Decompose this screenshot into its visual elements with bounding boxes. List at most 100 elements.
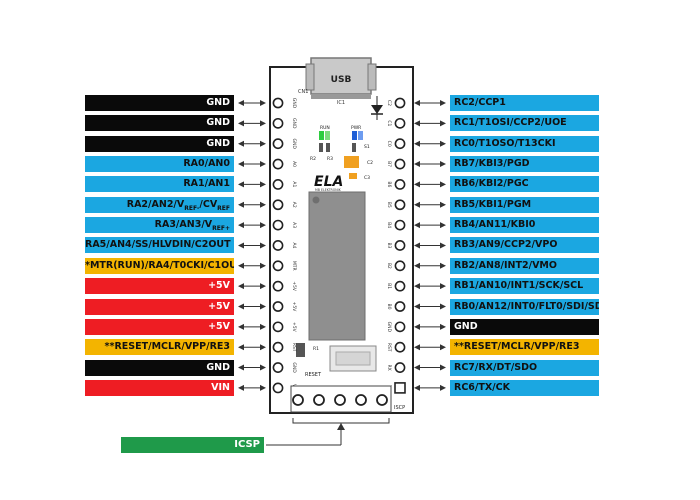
capacitor-c3 xyxy=(349,173,357,179)
right-pin-pad-1 xyxy=(394,117,406,129)
left-pin-pad-5 xyxy=(272,199,284,211)
right-pin-silk-0: C2 xyxy=(386,100,392,106)
right-pin-pad-14 xyxy=(394,382,406,394)
right-pin-arrowhead-1-1 xyxy=(440,120,446,127)
right-pin-arrowhead-4-0 xyxy=(414,181,420,188)
left-pin-pad-11 xyxy=(272,321,284,333)
right-pin-arrowhead-14-1 xyxy=(440,384,446,391)
right-pin-arrowhead-0-1 xyxy=(440,100,446,106)
left-pin-arrowhead-14-0 xyxy=(238,384,244,391)
left-pin-silk-11: +5V xyxy=(291,322,297,333)
right-pin-pad-11 xyxy=(394,321,406,333)
left-pin-label-4: RA1/AN1 xyxy=(85,176,234,193)
left-pin-arrowhead-8-0 xyxy=(238,262,244,269)
left-pin-pad-10 xyxy=(272,301,284,312)
left-pin-arrowhead-7-1 xyxy=(260,242,266,249)
right-pin-arrowhead-7-0 xyxy=(414,242,420,249)
left-pin-arrowhead-7-0 xyxy=(238,242,244,249)
icsp-silk-label: ISCP xyxy=(394,405,405,411)
right-pin-label-1: RC1/T1OSI/CCP2/UOE xyxy=(450,115,599,132)
left-pin-pad-4 xyxy=(272,178,284,190)
usb-connector: USB xyxy=(305,57,377,99)
left-pin-arrowhead-5-1 xyxy=(260,201,266,208)
led-run-green-2 xyxy=(325,131,330,140)
left-pin-arrowhead-0-1 xyxy=(260,100,266,106)
right-pin-silk-10: B0 xyxy=(386,304,392,310)
right-pin-arrowhead-2-0 xyxy=(414,140,420,147)
c3-label: C3 xyxy=(364,175,370,181)
left-pin-arrowhead-6-0 xyxy=(238,222,244,229)
diode-component xyxy=(371,96,383,120)
right-pin-pad-9 xyxy=(394,280,406,292)
right-pin-silk-13: RX xyxy=(386,364,392,370)
left-pin-silk-0: GND xyxy=(291,98,297,109)
left-pin-arrowhead-2-1 xyxy=(260,140,266,147)
left-pin-arrowhead-13-1 xyxy=(260,364,266,371)
left-pin-silk-4: A1 xyxy=(291,181,297,187)
left-pin-label-3: RA0/AN0 xyxy=(85,156,234,173)
microcontroller-chip xyxy=(308,191,366,341)
right-pin-label-0: RC2/CCP1 xyxy=(450,95,599,111)
right-pin-label-10: RB0/AN12/INT0/FLT0/SDI/SD xyxy=(450,298,599,315)
right-pin-arrowhead-9-0 xyxy=(414,283,420,290)
r3-label: R3 xyxy=(327,156,333,162)
icsp-arrow-head xyxy=(337,423,345,430)
right-pin-label-6: RB4/AN11/KBI0 xyxy=(450,217,599,234)
icsp-pin-3 xyxy=(355,394,367,406)
left-pin-silk-10: +5V xyxy=(291,302,297,313)
right-pin-label-9: RB1/AN10/INT1/SCK/SCL xyxy=(450,278,599,295)
right-pin-arrowhead-2-1 xyxy=(440,140,446,147)
icsp-header: ISCP xyxy=(290,385,405,413)
left-pin-arrowhead-3-0 xyxy=(238,161,244,168)
left-pin-label-6: RA3/AN3/VREF+ xyxy=(85,217,234,234)
left-pin-arrowhead-9-0 xyxy=(238,283,244,290)
right-pin-arrowhead-13-0 xyxy=(414,364,420,371)
right-pin-arrowhead-3-1 xyxy=(440,161,446,168)
left-pin-silk-3: A0 xyxy=(291,161,297,167)
right-pin-arrowhead-13-1 xyxy=(440,364,446,371)
r2-label: R2 xyxy=(310,156,316,162)
left-pin-label-8: *MTR(RUN)/RA4/T0CKI/C1OU xyxy=(85,257,234,274)
right-pin-label-11: GND xyxy=(450,318,599,335)
left-pin-silk-6: A3 xyxy=(291,222,297,228)
resistor-r1 xyxy=(296,343,305,357)
right-pin-arrowhead-6-0 xyxy=(414,222,420,229)
right-pin-silk-7: B3 xyxy=(386,242,392,248)
left-pin-arrowhead-5-0 xyxy=(238,201,244,208)
right-pin-label-5: RB5/KBI1/PGM xyxy=(450,196,599,213)
left-pin-arrowhead-11-1 xyxy=(260,323,266,330)
c2-label: C2 xyxy=(367,160,373,166)
right-pin-pad-7 xyxy=(394,240,406,251)
right-pin-label-2: RC0/T1OSO/T13CKI xyxy=(450,135,599,152)
left-pin-arrowhead-2-0 xyxy=(238,140,244,147)
left-pin-pad-12 xyxy=(272,341,284,353)
left-pin-arrowhead-11-0 xyxy=(238,323,244,330)
left-pin-pad-9 xyxy=(272,280,284,292)
icsp-pin-4 xyxy=(376,394,388,406)
left-pin-pad-8 xyxy=(272,260,284,272)
right-pin-silk-2: C0 xyxy=(386,141,392,147)
left-pin-arrowhead-10-1 xyxy=(260,303,266,310)
right-pin-label-7: RB3/AN9/CCP2/VPO xyxy=(450,237,599,254)
left-pin-label-12: **RESET/MCLR/VPP/RE3 xyxy=(85,339,234,356)
resistor-r4 xyxy=(352,143,356,152)
led-run-label: RUN xyxy=(320,125,330,131)
right-pin-silk-9: B1 xyxy=(386,283,392,289)
capacitor-c2 xyxy=(344,156,359,168)
left-pin-silk-9: +5V xyxy=(291,281,297,292)
left-pin-arrowhead-8-1 xyxy=(260,262,266,269)
left-pin-label-11: +5V xyxy=(85,318,234,335)
led-run-green xyxy=(319,131,324,140)
left-pin-label-0: GND xyxy=(85,95,234,111)
right-pin-pad-4 xyxy=(394,178,406,190)
right-pin-pad-6 xyxy=(394,219,406,231)
right-pin-silk-12: RST xyxy=(386,343,392,352)
right-pin-silk-1: C1 xyxy=(386,120,392,126)
right-pin-pad-0 xyxy=(394,97,406,109)
icsp-bracket xyxy=(266,418,390,446)
right-pin-label-3: RB7/KBI3/PGD xyxy=(450,156,599,173)
ic1-label-top: IC1 xyxy=(337,100,345,106)
ela-logo-text: ELA xyxy=(314,174,343,190)
right-pin-pad-10 xyxy=(394,301,406,312)
